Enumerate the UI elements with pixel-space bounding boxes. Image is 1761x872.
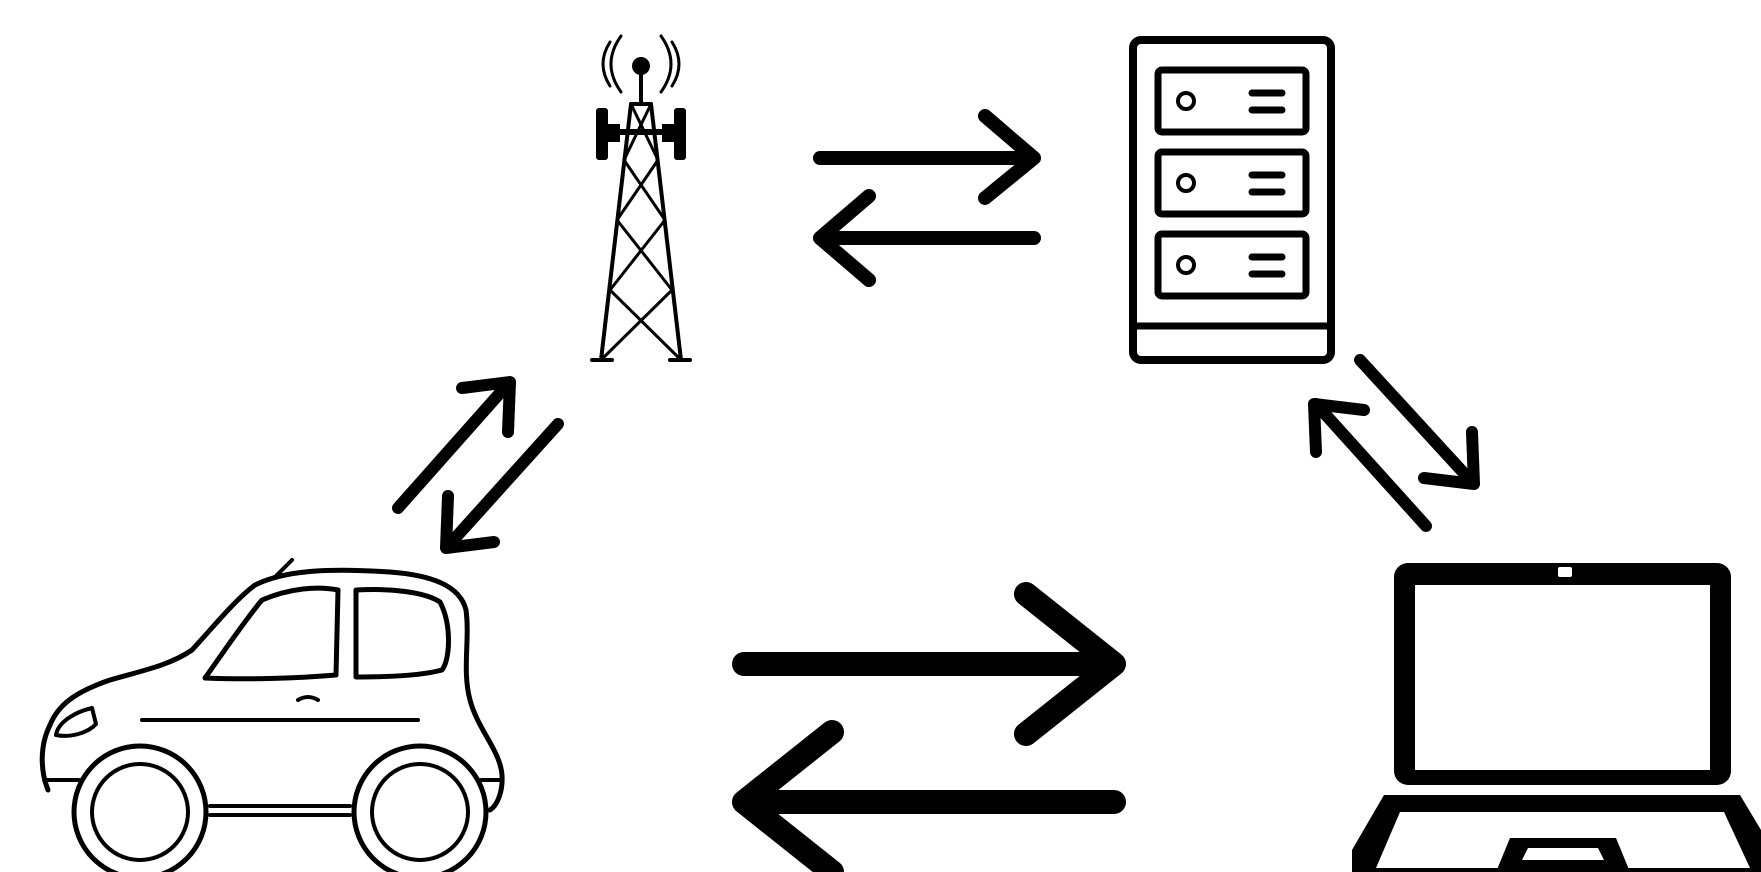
laptop-icon <box>1352 563 1761 872</box>
tower-car-link <box>398 382 558 548</box>
tower-server-link <box>820 116 1034 280</box>
car-laptop-link <box>744 594 1114 872</box>
cell-tower-icon <box>592 36 690 360</box>
arrow-right-large-icon <box>744 594 1114 734</box>
arrow-left-large-icon <box>744 732 1114 872</box>
car-icon <box>42 560 502 872</box>
arrow-right-icon <box>820 116 1034 198</box>
server-laptop-link <box>1314 360 1474 526</box>
server-rack-icon <box>1133 40 1331 360</box>
arrow-left-icon <box>820 196 1034 280</box>
